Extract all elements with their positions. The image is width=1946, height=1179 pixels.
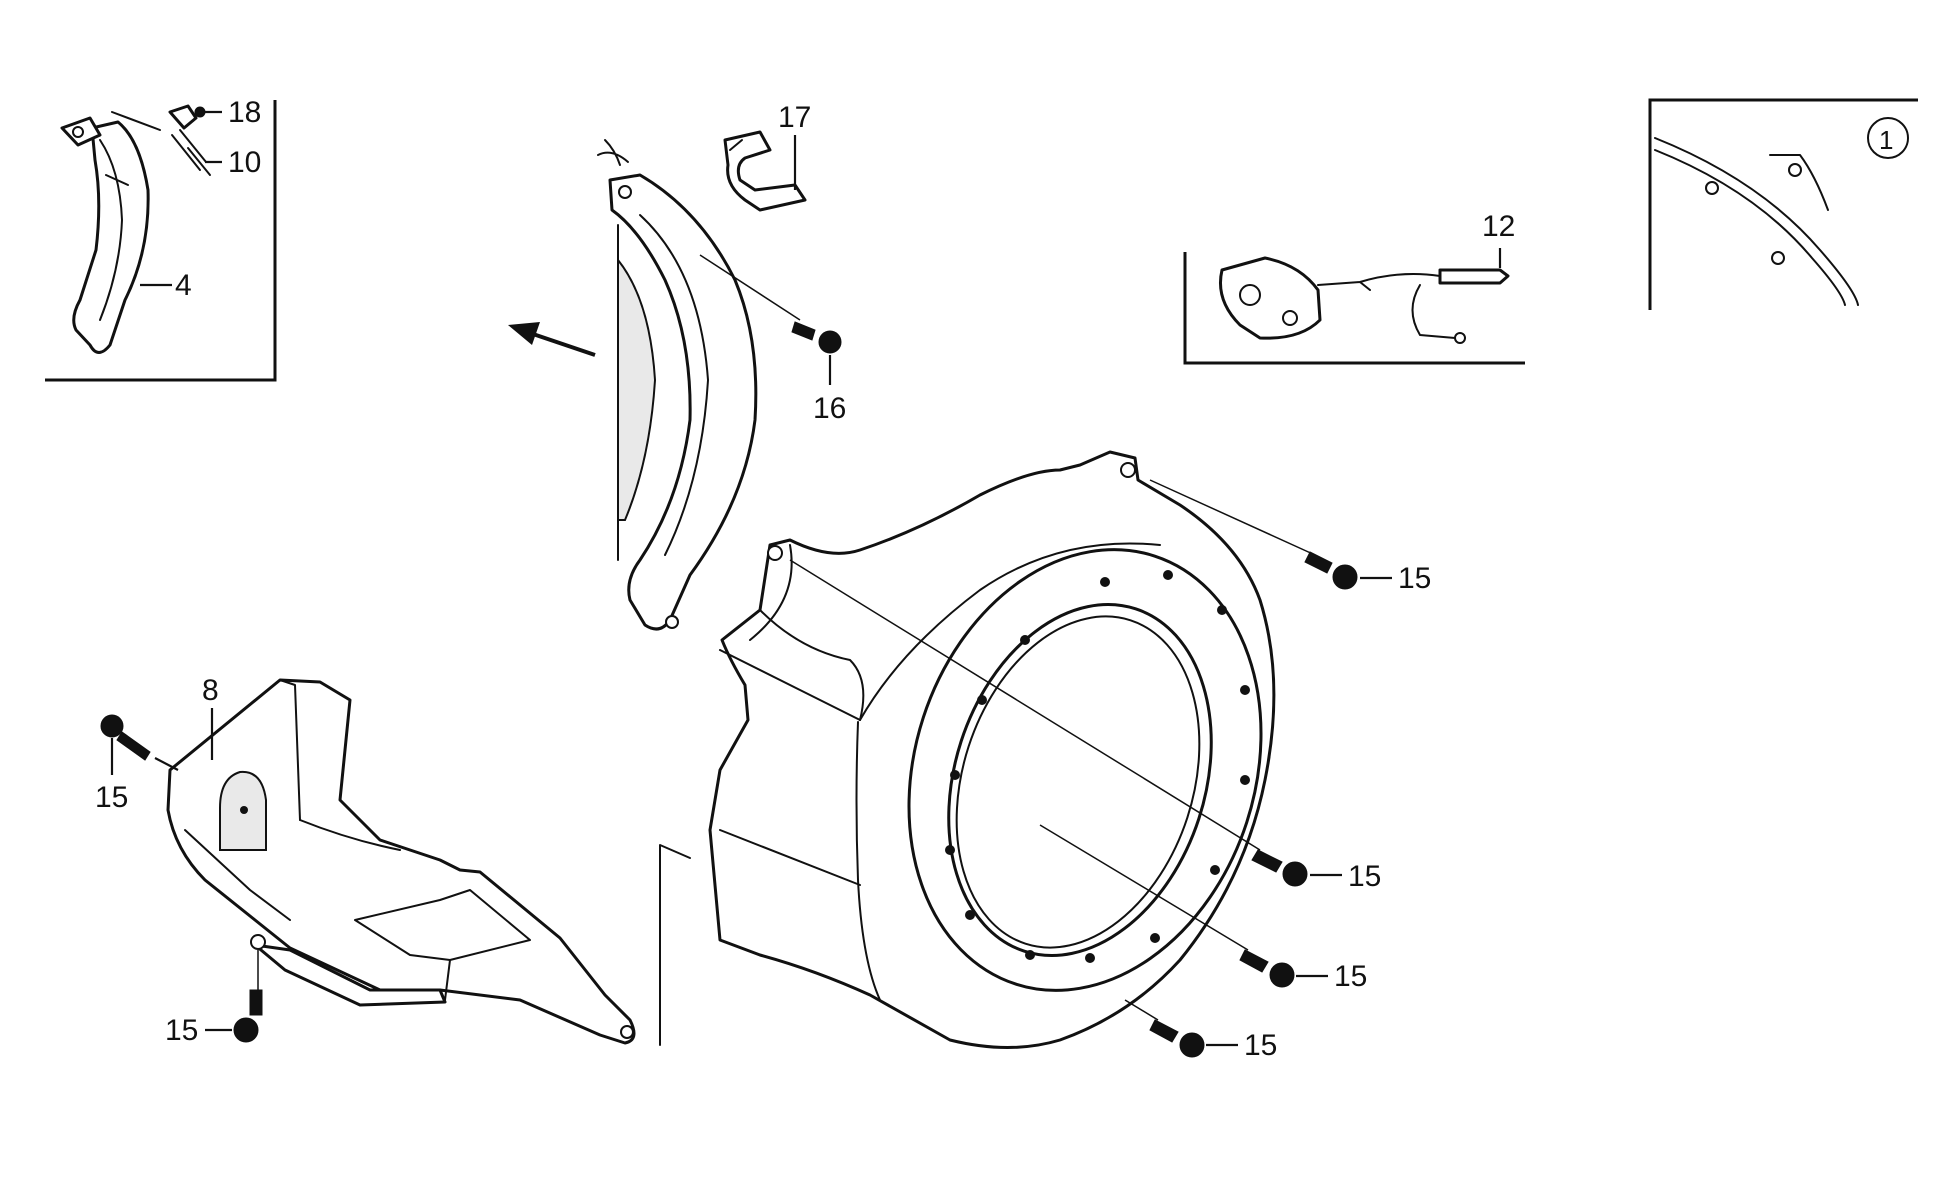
callout-4: 4 xyxy=(175,269,192,302)
callout-18: 18 xyxy=(228,96,261,129)
callout-15-right-1: 15 xyxy=(1348,860,1381,893)
callout-10: 10 xyxy=(228,146,261,179)
part-4-guard xyxy=(72,120,150,354)
inset-box-sensor xyxy=(1183,252,1525,365)
callout-1: 1 xyxy=(1879,125,1893,155)
part-8-air-guide xyxy=(166,678,636,1045)
part-15-bolt-left-upper xyxy=(100,714,151,761)
fan-shroud xyxy=(708,450,1276,1049)
part-15-bolt-bottom-right xyxy=(1149,1019,1205,1058)
callout-8: 8 xyxy=(202,674,219,707)
part-17-clip xyxy=(723,130,807,212)
callout-16: 16 xyxy=(813,392,846,425)
callout-1-circle xyxy=(1867,117,1909,159)
callout-12: 12 xyxy=(1482,210,1515,243)
part-15-bolt-right-2 xyxy=(1239,949,1295,988)
part-15-bolt-right-1 xyxy=(1251,849,1308,887)
part-12-sensor xyxy=(1219,256,1322,340)
callout-15-bottom-left: 15 xyxy=(165,1014,198,1047)
callout-17: 17 xyxy=(778,101,811,134)
part-15-bolt-bottom-left xyxy=(233,989,263,1043)
part-18-clip xyxy=(168,104,198,130)
direction-arrow xyxy=(508,322,596,357)
callout-15-left-upper: 15 xyxy=(95,781,128,814)
callout-15-right-2: 15 xyxy=(1334,960,1367,993)
callout-15-upper-right: 15 xyxy=(1398,562,1431,595)
part-10-wire xyxy=(171,129,211,176)
inset-box-detail-1 xyxy=(1648,98,1918,310)
callout-15-bottom-right: 15 xyxy=(1244,1029,1277,1062)
inset-box-top-left xyxy=(45,100,277,382)
part-15-bolt-upper-right xyxy=(1304,551,1358,590)
upper-guard-panel xyxy=(597,139,758,631)
part-16-bolt xyxy=(791,321,842,354)
